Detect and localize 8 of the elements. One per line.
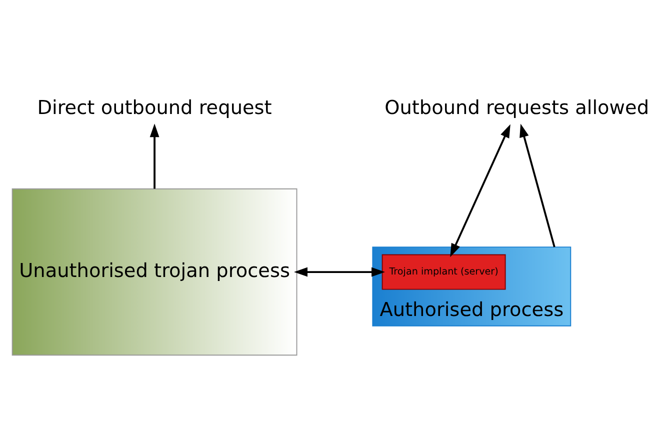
node-box: Trojan implant (server)	[382, 254, 506, 290]
arrow	[450, 124, 510, 258]
arrow	[150, 124, 160, 189]
node-box: Unauthorised trojan process	[12, 188, 298, 356]
arrow	[294, 267, 385, 277]
node-text: Outbound requests allowed	[384, 96, 650, 119]
node-text: Direct outbound request	[37, 96, 272, 119]
arrow	[520, 124, 556, 248]
